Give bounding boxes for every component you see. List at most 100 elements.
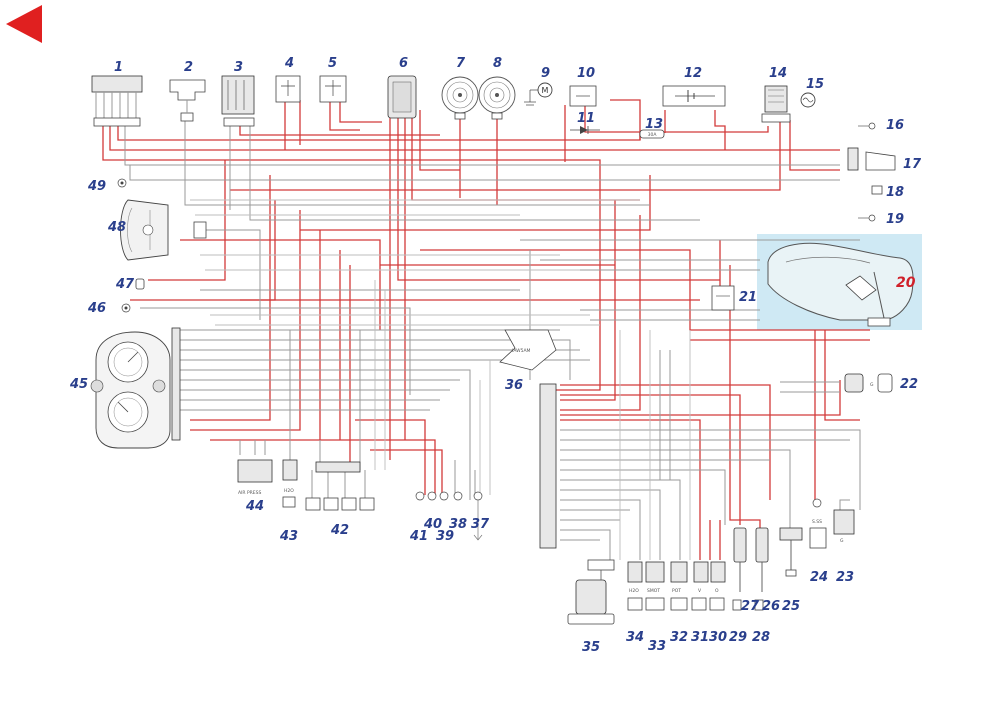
component-28-spark-plug[interactable] xyxy=(754,599,764,611)
label-6: 6 xyxy=(399,56,408,71)
component-13-fuse[interactable]: 30A xyxy=(639,129,665,139)
component-2-sensor[interactable] xyxy=(169,79,206,122)
sss-label: S.SS xyxy=(812,519,822,525)
label-12: 12 xyxy=(684,66,702,81)
component-36-ecu[interactable]: IAW5AM xyxy=(499,329,557,549)
light-wires xyxy=(190,199,691,560)
label-4: 4 xyxy=(284,56,294,71)
component-22-connector[interactable]: G xyxy=(844,373,893,393)
component-3-relay-block[interactable] xyxy=(221,75,255,127)
label-46: 46 xyxy=(87,301,106,316)
ground-icon xyxy=(524,90,536,106)
o-label: O xyxy=(715,588,719,594)
component-42-switch-cluster[interactable] xyxy=(305,461,375,511)
component-47-fuse[interactable] xyxy=(135,278,145,290)
label-40: 40 xyxy=(423,517,442,532)
label-22: 22 xyxy=(900,377,918,392)
component-4-relay[interactable] xyxy=(275,75,301,103)
component-25-sensor[interactable] xyxy=(779,527,803,577)
motor-icon: M xyxy=(530,82,553,98)
h2o-label-43: H2O xyxy=(284,488,294,494)
label-14: 14 xyxy=(769,66,787,81)
label-38: 38 xyxy=(449,517,467,532)
label-29: 29 xyxy=(729,630,747,645)
component-11-diode[interactable] xyxy=(570,126,600,134)
component-10-relay[interactable] xyxy=(569,85,597,107)
fuel-tank-panel[interactable] xyxy=(757,234,922,330)
component-8-cooling-fan[interactable] xyxy=(478,76,516,120)
component-14-voltage-regulator[interactable] xyxy=(761,85,791,123)
component-43-coolant-temp-sensor[interactable]: H2O xyxy=(282,459,298,508)
component-18-bulb[interactable] xyxy=(871,185,883,195)
label-5: 5 xyxy=(328,56,337,71)
ac-generator-icon xyxy=(800,92,816,108)
component-39-sensor[interactable] xyxy=(439,491,449,501)
component-26-ignition-coil[interactable] xyxy=(755,527,769,592)
component-6-connector[interactable] xyxy=(387,75,417,119)
label-16: 16 xyxy=(886,118,904,133)
label-41: 41 xyxy=(409,529,428,544)
component-41-sensor[interactable] xyxy=(415,491,425,501)
component-48-headlight[interactable] xyxy=(120,199,207,261)
component-1-switch-block[interactable] xyxy=(91,75,143,127)
label-28: 28 xyxy=(752,630,770,645)
component-29-spark-plug[interactable] xyxy=(732,599,742,611)
label-7: 7 xyxy=(456,56,466,71)
g-label: G xyxy=(870,382,874,388)
label-23: 23 xyxy=(836,570,854,585)
component-24-sensor[interactable]: S.SS xyxy=(809,498,827,549)
label-39: 39 xyxy=(436,529,454,544)
h2o-label-34: H2O xyxy=(629,588,639,594)
label-20: 20 xyxy=(896,275,916,291)
label-42: 42 xyxy=(330,523,349,538)
label-32: 32 xyxy=(670,630,688,645)
label-19: 19 xyxy=(886,212,904,227)
label-31: 31 xyxy=(691,630,709,645)
label-43: 43 xyxy=(279,529,298,544)
component-5-relay[interactable] xyxy=(319,75,347,103)
label-48: 48 xyxy=(107,220,126,235)
back-arrow-icon[interactable] xyxy=(6,5,42,43)
label-3: 3 xyxy=(234,60,243,75)
label-8: 8 xyxy=(493,56,502,71)
component-number-labels: 1 2 3 4 5 6 7 8 9 10 11 12 13 14 15 16 1… xyxy=(69,56,922,655)
component-45-instrument-cluster[interactable] xyxy=(90,327,181,449)
power-wires xyxy=(102,90,870,560)
component-23-sensor[interactable]: G xyxy=(833,509,855,544)
component-19-bulb[interactable] xyxy=(858,214,876,222)
signal-wires xyxy=(124,120,861,560)
label-47: 47 xyxy=(115,277,135,292)
component-7-cooling-fan[interactable] xyxy=(441,76,479,120)
component-46-bulb[interactable] xyxy=(121,303,131,313)
label-34: 34 xyxy=(626,630,644,645)
component-12-battery[interactable] xyxy=(662,85,726,107)
component-35-fuel-pump[interactable] xyxy=(567,559,615,625)
label-37: 37 xyxy=(471,517,490,532)
component-30-injector[interactable]: O xyxy=(709,561,726,611)
label-17: 17 xyxy=(903,157,922,172)
label-45: 45 xyxy=(69,377,88,392)
component-32-throttle-position-sensor[interactable]: POT xyxy=(670,561,688,611)
label-11: 11 xyxy=(577,111,595,126)
component-31-injector[interactable]: V xyxy=(691,561,709,611)
component-34-coolant-temp-sensor[interactable]: H2O xyxy=(627,561,643,611)
component-27-ignition-coil[interactable] xyxy=(733,527,747,592)
component-16-bulb[interactable] xyxy=(858,122,876,130)
component-33-smot-sensor[interactable]: SMOT xyxy=(645,561,665,611)
component-49-bulb[interactable] xyxy=(117,178,127,188)
label-35: 35 xyxy=(582,640,600,655)
component-40-sensor[interactable] xyxy=(427,491,437,501)
label-27: 27 xyxy=(741,599,760,614)
component-44-air-pressure-sensor[interactable]: AIR PRESS xyxy=(237,459,273,496)
component-38-sensor[interactable] xyxy=(453,491,463,501)
label-26: 26 xyxy=(762,599,780,614)
component-21-relay[interactable] xyxy=(711,285,735,311)
component-17-taillight[interactable] xyxy=(847,147,896,171)
svg-text:M: M xyxy=(542,86,549,95)
ecu-label: IAW5AM xyxy=(512,348,531,354)
label-13: 13 xyxy=(645,117,663,132)
pot-label: POT xyxy=(672,588,681,594)
component-37-sensor[interactable] xyxy=(473,491,483,541)
g-pins-label: G xyxy=(840,538,844,544)
